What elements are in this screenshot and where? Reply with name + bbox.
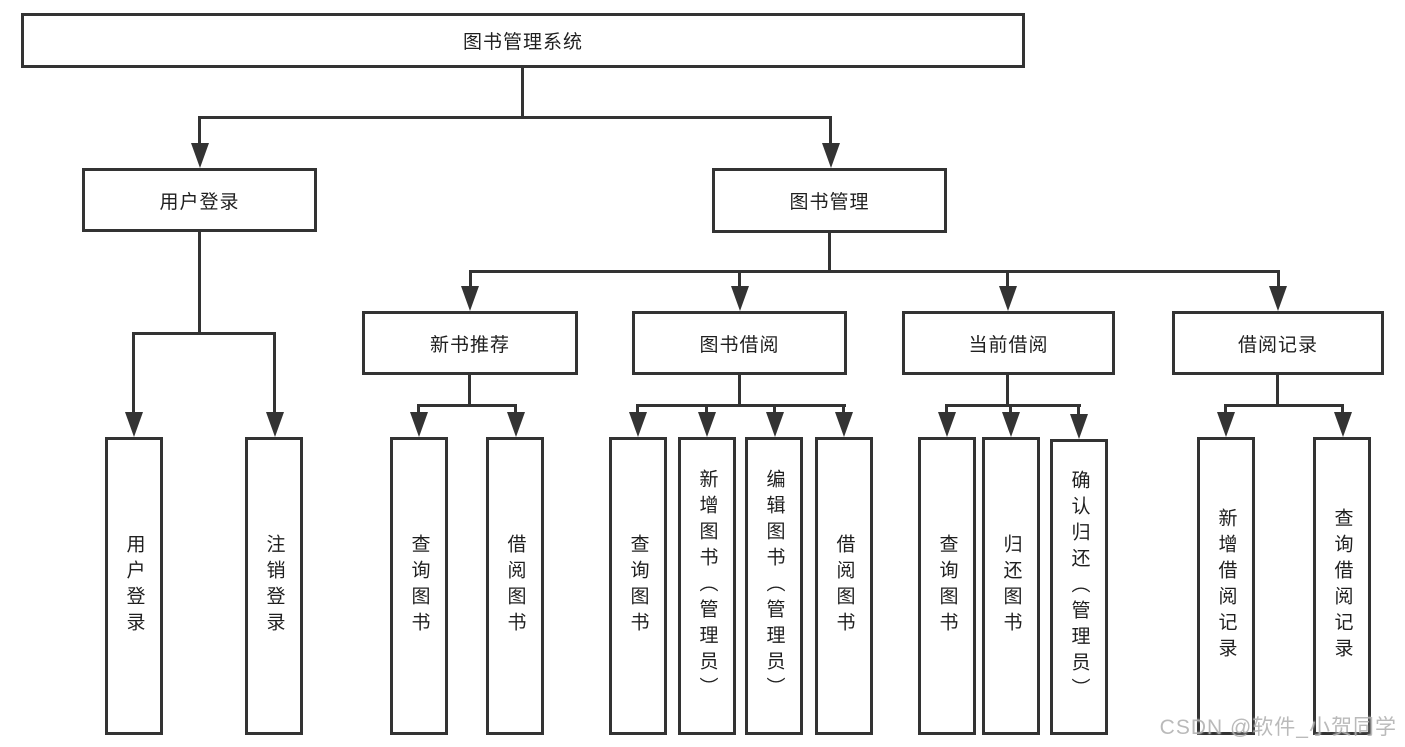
connector-line-22	[773, 404, 776, 416]
connector-line-7	[738, 270, 741, 290]
arrow-down-icon	[822, 143, 840, 168]
connector-line-19	[636, 404, 846, 407]
arrow-down-icon	[835, 412, 853, 437]
arrow-down-icon	[266, 412, 284, 437]
connector-line-18	[738, 375, 741, 407]
connector-line-26	[945, 404, 948, 416]
node-label-leaf-borrow-borrow-books: 借阅图书	[833, 534, 855, 638]
connector-line-0	[521, 68, 524, 119]
node-leaf-borrow-query-books: 查询图书	[609, 437, 667, 735]
node-label-book-management-branch: 图书管理	[789, 192, 870, 213]
node-leaf-recommend-borrow-books: 借阅图书	[486, 437, 544, 735]
connector-line-20	[636, 404, 639, 416]
arrow-down-icon	[1269, 286, 1287, 311]
connector-line-9	[1277, 270, 1280, 290]
node-label-leaf-user-login: 用户登录	[123, 534, 145, 638]
connector-line-2	[198, 116, 201, 144]
node-current-borrowing: 当前借阅	[902, 311, 1115, 375]
node-label-current-borrowing: 当前借阅	[968, 334, 1049, 356]
connector-line-6	[469, 270, 472, 290]
node-label-borrowing-records: 借阅记录	[1237, 334, 1318, 356]
node-label-root: 图书管理系统	[462, 32, 583, 53]
arrow-down-icon	[698, 412, 716, 437]
arrow-down-icon	[938, 412, 956, 437]
arrow-down-icon	[731, 286, 749, 311]
node-label-new-book-recommend: 新书推荐	[429, 334, 510, 356]
arrow-down-icon	[766, 412, 784, 437]
connector-line-16	[417, 404, 420, 416]
connector-line-13	[273, 332, 276, 414]
arrow-down-icon	[461, 286, 479, 311]
connector-line-32	[1341, 404, 1344, 416]
arrow-down-icon	[1217, 412, 1235, 437]
node-label-leaf-current-confirm-return-admin: 确认归还（管理员）	[1068, 470, 1090, 704]
connector-line-12	[132, 332, 135, 414]
connector-line-21	[705, 404, 708, 416]
arrow-down-icon	[629, 412, 647, 437]
node-leaf-logout: 注销登录	[245, 437, 303, 735]
node-label-leaf-borrow-query-books: 查询图书	[627, 534, 649, 638]
connector-line-11	[132, 332, 276, 335]
connector-line-14	[468, 375, 471, 407]
arrow-down-icon	[999, 286, 1017, 311]
connector-line-5	[469, 270, 1280, 273]
arrow-down-icon	[191, 143, 209, 168]
connector-line-25	[945, 404, 1081, 407]
connector-line-15	[417, 404, 517, 407]
node-label-leaf-recommend-borrow-books: 借阅图书	[504, 534, 526, 638]
connector-line-1	[198, 116, 832, 119]
arrow-down-icon	[1070, 414, 1088, 439]
node-book-management-branch: 图书管理	[712, 168, 947, 233]
node-leaf-user-login: 用户登录	[105, 437, 163, 735]
node-leaf-current-query-books: 查询图书	[918, 437, 976, 735]
node-label-leaf-logout: 注销登录	[263, 534, 285, 638]
node-label-leaf-current-query-books: 查询图书	[936, 534, 958, 638]
arrow-down-icon	[1002, 412, 1020, 437]
node-user-login-branch: 用户登录	[82, 168, 317, 232]
node-leaf-recommend-query-books: 查询图书	[390, 437, 448, 735]
node-label-leaf-recommend-query-books: 查询图书	[408, 534, 430, 638]
node-label-leaf-current-return-books: 归还图书	[1000, 534, 1022, 638]
connector-line-27	[1009, 404, 1012, 416]
node-borrowing-records: 借阅记录	[1172, 311, 1384, 375]
node-leaf-borrow-add-books-admin: 新增图书（管理员）	[678, 437, 736, 735]
connector-line-24	[1006, 375, 1009, 407]
node-leaf-current-confirm-return-admin: 确认归还（管理员）	[1050, 439, 1108, 735]
node-label-leaf-records-add-record: 新增借阅记录	[1215, 508, 1237, 664]
node-label-leaf-records-query-record: 查询借阅记录	[1331, 508, 1353, 664]
connector-line-28	[1077, 404, 1080, 416]
node-book-borrowing: 图书借阅	[632, 311, 847, 375]
connector-line-30	[1224, 404, 1344, 407]
node-leaf-current-return-books: 归还图书	[982, 437, 1040, 735]
connector-line-4	[828, 233, 831, 273]
node-label-user-login-branch: 用户登录	[159, 191, 240, 213]
connector-line-8	[1006, 270, 1009, 290]
node-leaf-borrow-edit-books-admin: 编辑图书（管理员）	[745, 437, 803, 735]
node-label-leaf-borrow-add-books-admin: 新增图书（管理员）	[696, 469, 718, 703]
connector-line-17	[514, 404, 517, 416]
node-new-book-recommend: 新书推荐	[362, 311, 578, 375]
arrow-down-icon	[410, 412, 428, 437]
arrow-down-icon	[507, 412, 525, 437]
connector-line-10	[198, 232, 201, 335]
csdn-watermark: CSDN @软件_小贺同学	[1159, 716, 1397, 739]
node-label-leaf-borrow-edit-books-admin: 编辑图书（管理员）	[763, 469, 785, 703]
connector-line-23	[842, 404, 845, 416]
arrow-down-icon	[125, 412, 143, 437]
node-label-book-borrowing: 图书借阅	[699, 334, 780, 356]
connector-line-29	[1276, 375, 1279, 407]
arrow-down-icon	[1334, 412, 1352, 437]
node-leaf-records-query-record: 查询借阅记录	[1313, 437, 1371, 735]
node-leaf-records-add-record: 新增借阅记录	[1197, 437, 1255, 735]
node-root: 图书管理系统	[21, 13, 1025, 68]
node-leaf-borrow-borrow-books: 借阅图书	[815, 437, 873, 735]
connector-line-3	[829, 116, 832, 144]
connector-line-31	[1224, 404, 1227, 416]
